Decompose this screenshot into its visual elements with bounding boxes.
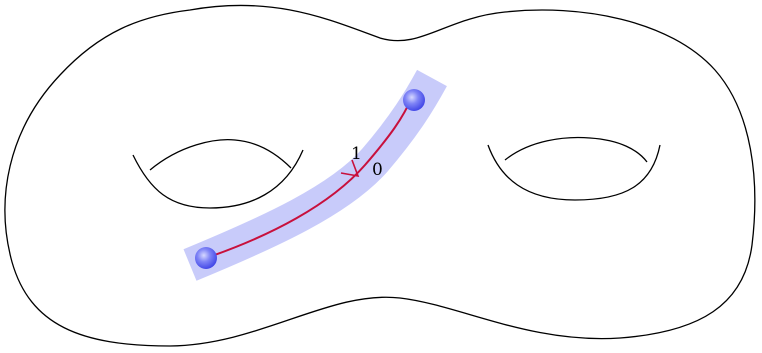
start-endpoint: [195, 247, 217, 269]
right-hole-lower-curve: [487, 144, 661, 201]
surface-outline: [4, 4, 756, 347]
label-lower: 0: [372, 160, 383, 180]
end-endpoint: [403, 89, 425, 111]
path-neighborhood-band: [183, 69, 447, 281]
label-upper: 1: [351, 144, 362, 164]
path-direction-arrow: [340, 159, 360, 178]
left-hole-lower-curve: [132, 149, 304, 209]
left-hole-upper-curve: [149, 139, 292, 171]
right-hole-upper-curve: [504, 136, 648, 163]
